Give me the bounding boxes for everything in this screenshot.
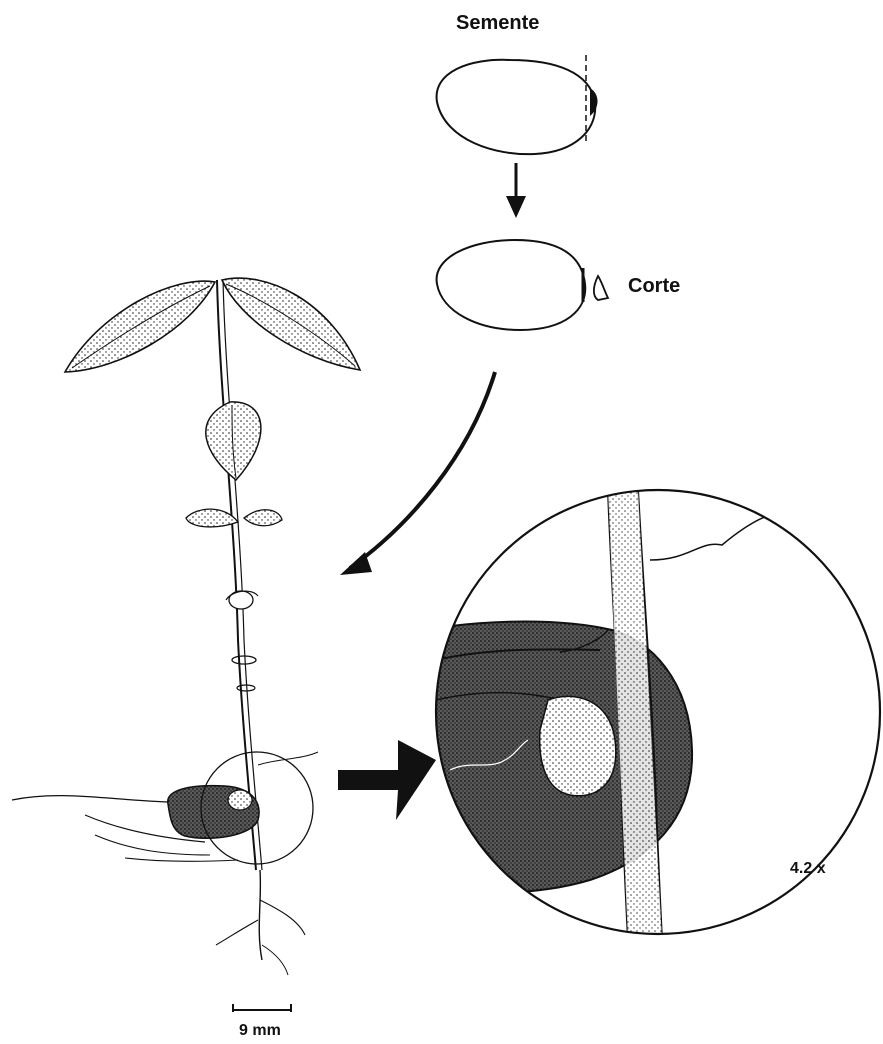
cut-label: Corte [628,275,680,298]
cut-seed-outline [437,240,586,330]
small-left-leaf [186,509,238,527]
scale-label: 9 mm [239,1022,281,1040]
seed-label: Semente [456,12,539,35]
seed-outline [437,60,598,154]
arrow-down-icon [506,163,526,218]
small-right-leaf [244,510,282,526]
middle-leaf [206,402,261,480]
magnification-label: 4.2 x [790,860,826,878]
cut-piece-icon [594,276,608,300]
seedling [12,278,360,975]
arrow-right-icon [338,740,436,820]
scale-bar [233,1004,291,1012]
curved-arrow-icon [340,372,495,575]
